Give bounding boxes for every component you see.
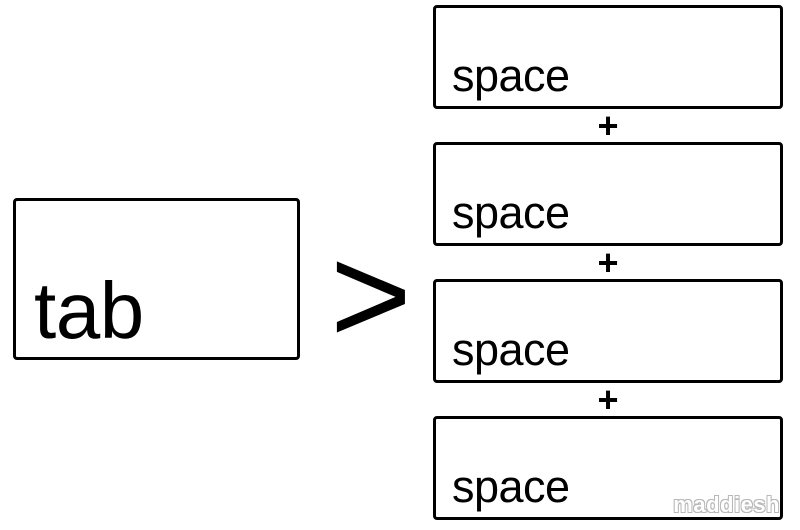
plus-sign-1: + xyxy=(597,105,619,146)
space-key-2: space xyxy=(433,142,783,246)
plus-sign-3: + xyxy=(597,379,619,420)
space-key-label: space xyxy=(452,187,570,238)
space-key-label: space xyxy=(452,461,570,512)
space-key-label: space xyxy=(452,324,570,375)
plus-sign-2: + xyxy=(597,242,619,283)
space-key-3: space xyxy=(433,279,783,383)
tab-key-label: tab xyxy=(34,266,144,355)
greater-than-sign: > xyxy=(330,216,412,373)
watermark-text: maddiesh xyxy=(673,492,780,517)
space-key-label: space xyxy=(452,50,570,101)
tab-key: tab xyxy=(13,198,300,360)
space-key-1: space xyxy=(433,5,783,109)
space-key-4: space xyxy=(433,416,783,520)
